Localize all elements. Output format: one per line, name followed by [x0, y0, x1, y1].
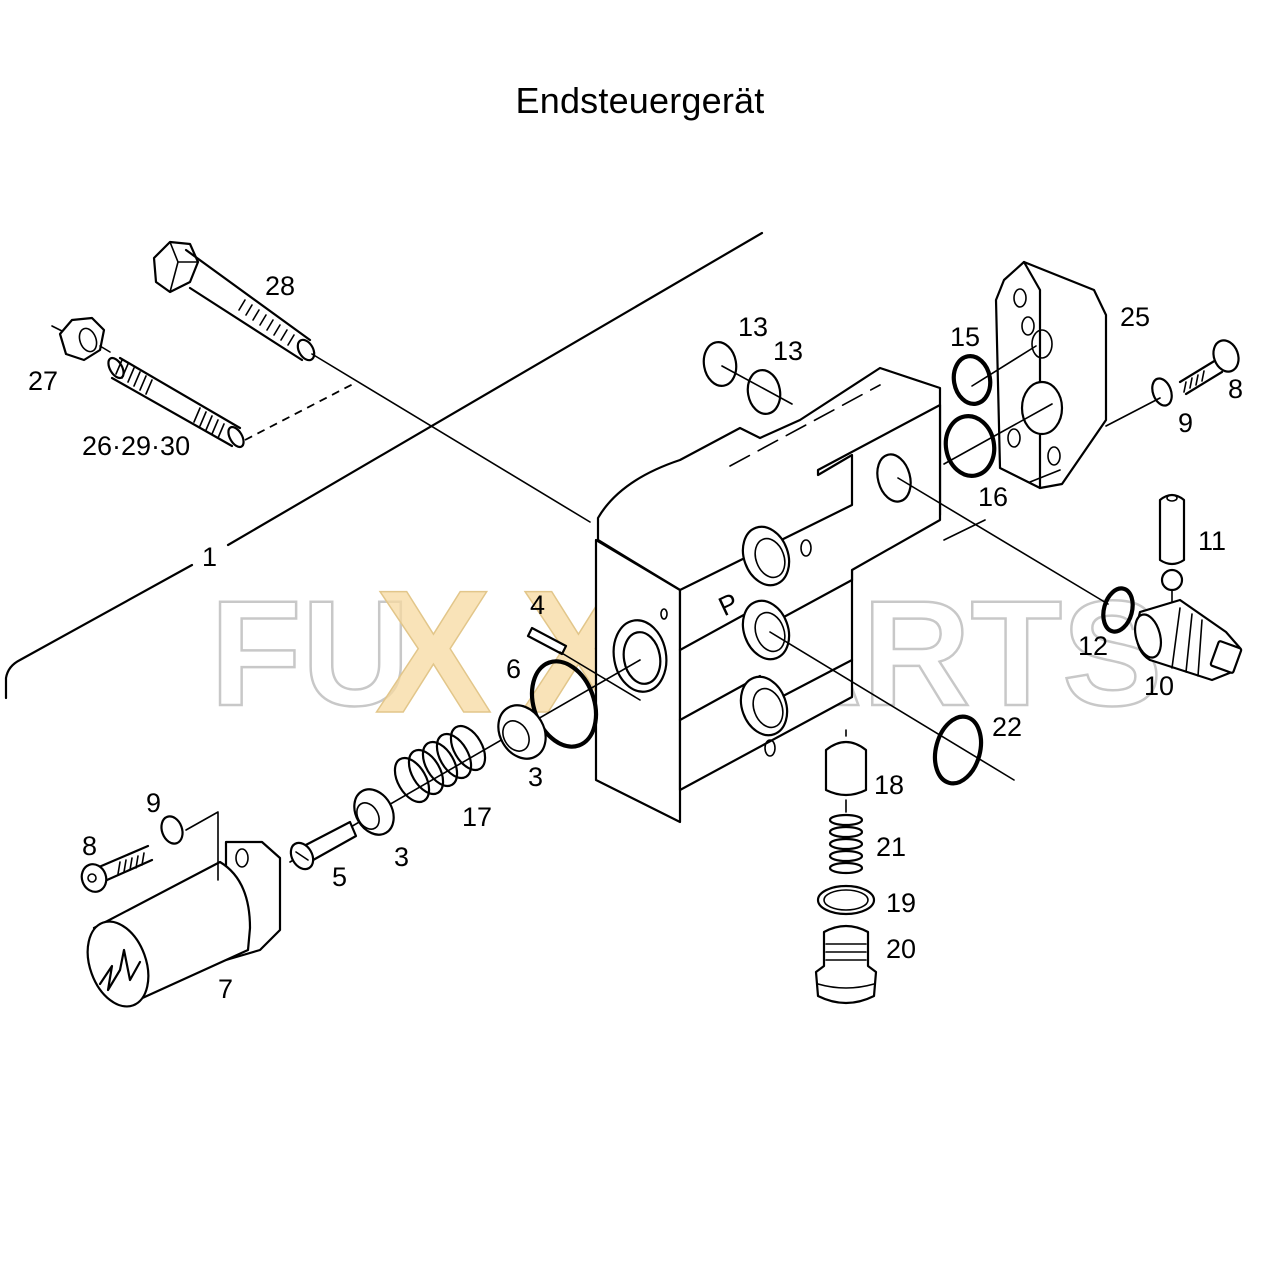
callout-7: 7 — [218, 974, 233, 1004]
callout-18: 18 — [874, 770, 904, 800]
compression-spring-17 — [393, 724, 487, 804]
callout-8-left: 8 — [82, 831, 97, 861]
callout-12: 12 — [1078, 631, 1108, 661]
axis-line-port — [769, 631, 1015, 781]
callout-3-lower: 3 — [394, 842, 409, 872]
spring-21 — [828, 813, 864, 875]
o-ring-12 — [1101, 586, 1135, 634]
callout-21: 21 — [876, 832, 906, 862]
o-ring-16 — [943, 414, 997, 478]
watermark-x-1: X — [375, 555, 492, 750]
callout-26-29-30: 26·29·30 — [82, 431, 190, 461]
pin-4 — [526, 626, 641, 701]
screw-8-washer-9-left — [80, 815, 184, 893]
hex-nut-27 — [51, 316, 111, 362]
screw-8-washer-9-top — [1105, 339, 1240, 427]
callout-3-upper: 3 — [528, 762, 543, 792]
hex-bolt-28 — [152, 240, 591, 523]
watermark-fu: FU — [210, 569, 410, 737]
callout-9-left: 9 — [146, 788, 161, 818]
callout-27: 27 — [28, 366, 58, 396]
callout-5: 5 — [332, 862, 347, 892]
callout-4: 4 — [530, 590, 545, 620]
callout-labels: 1 28 27 26·29·30 13 13 15 25 8 9 16 11 1… — [28, 271, 1243, 1004]
plunger-5 — [289, 820, 358, 871]
o-ring-15 — [951, 345, 1037, 406]
valve-spool-10 — [1133, 598, 1243, 682]
callout-13-a: 13 — [738, 312, 768, 342]
callout-6: 6 — [506, 654, 521, 684]
callout-17: 17 — [462, 802, 492, 832]
sealing-ring-19 — [816, 884, 876, 916]
callout-15: 15 — [950, 322, 980, 352]
stud-bolt-26-29-30 — [107, 356, 356, 449]
callout-1: 1 — [202, 542, 217, 572]
cover-plate-25 — [943, 260, 1108, 541]
callout-8-top: 8 — [1228, 374, 1243, 404]
callout-11: 11 — [1198, 526, 1226, 556]
callout-28: 28 — [265, 271, 295, 301]
ball-pin-11 — [1158, 493, 1186, 619]
assembly-bracket-line — [4, 231, 764, 700]
callout-22: 22 — [992, 712, 1022, 742]
solenoid-7 — [86, 811, 282, 1008]
o-ring-22 — [932, 714, 984, 786]
plug-discs-13 — [702, 341, 793, 415]
callout-13-b: 13 — [773, 336, 803, 366]
axis-line-spool — [897, 477, 1109, 605]
spring-seat-3-lower — [353, 788, 395, 836]
valve-piston-18 — [824, 729, 868, 813]
callout-16: 16 — [978, 482, 1008, 512]
callout-10: 10 — [1144, 671, 1174, 701]
callout-9-top: 9 — [1178, 408, 1193, 438]
spring-seat-3-upper — [497, 704, 547, 760]
screw-plug-20 — [814, 924, 878, 1005]
callout-25: 25 — [1120, 302, 1150, 332]
callout-20: 20 — [886, 934, 916, 964]
callout-19: 19 — [886, 888, 916, 918]
page-title: Endsteuergerät — [515, 80, 765, 121]
valve-body: P — [594, 366, 942, 824]
